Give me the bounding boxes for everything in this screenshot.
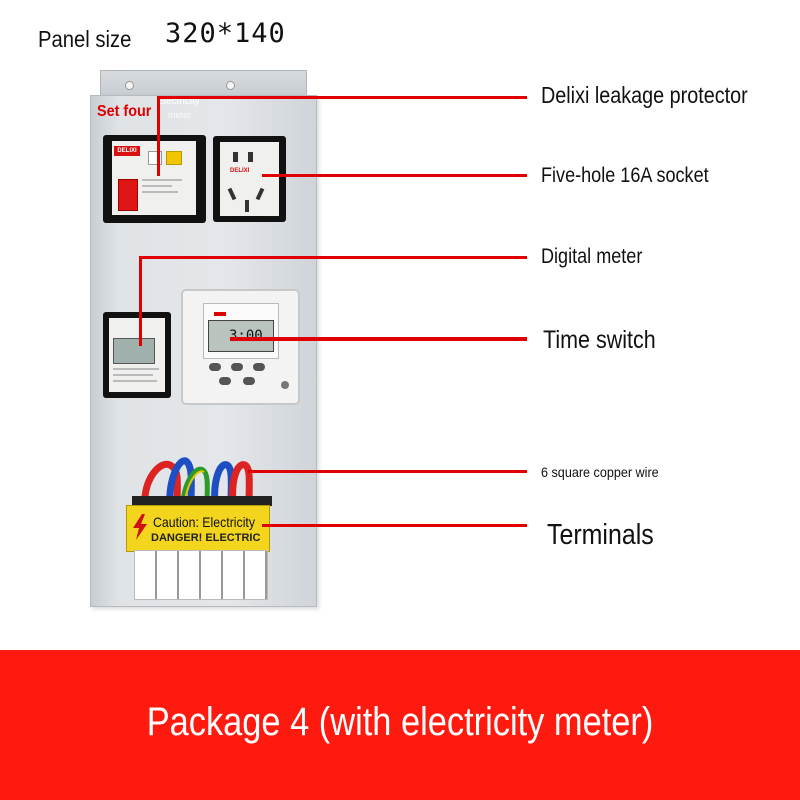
meter-lcd-display xyxy=(113,338,155,364)
socket-hole-icon xyxy=(248,152,253,162)
copper-wires xyxy=(141,457,253,506)
callout-line-time-switch xyxy=(230,337,527,341)
callout-line-meter xyxy=(140,256,527,259)
ground-wire-green xyxy=(180,466,210,506)
reset-button-icon xyxy=(166,151,182,165)
callout-line-socket xyxy=(262,174,527,177)
timer-button-icon xyxy=(253,363,265,371)
meter-tag: Electricity xyxy=(157,96,200,107)
callout-time-switch: Time switch xyxy=(543,326,656,354)
five-hole-socket-module: DELIXI xyxy=(213,136,286,222)
breaker-switch-handle xyxy=(118,179,138,211)
screw-icon xyxy=(226,81,235,90)
timer-button-icon xyxy=(209,363,221,371)
socket-hole-icon xyxy=(227,187,237,201)
lightning-icon xyxy=(133,514,147,540)
panel-size-label: Panel size xyxy=(38,26,132,52)
callout-terminals: Terminals xyxy=(547,519,654,551)
socket-hole-icon xyxy=(233,152,238,162)
status-led-icon xyxy=(214,312,226,316)
red-wire xyxy=(141,460,181,506)
blue-wire xyxy=(166,457,195,506)
socket-hole-icon xyxy=(245,200,249,212)
meter-tag-2: meter xyxy=(168,110,192,120)
callout-leakage-protector: Delixi leakage protector xyxy=(541,82,748,108)
breaker-brand: DELIXI xyxy=(114,146,140,156)
danger-label: DANGER! ELECTRIC xyxy=(151,532,261,544)
set-label: Set four xyxy=(97,103,152,120)
terminal-label-strip xyxy=(134,550,268,600)
timer-knob-icon xyxy=(281,381,289,389)
callout-socket: Five-hole 16A socket xyxy=(541,164,709,187)
terminal-warning-cover: DANGER! ELECTRIC xyxy=(126,505,270,552)
timer-button-icon xyxy=(243,377,255,385)
timer-button-icon xyxy=(231,363,243,371)
timer-lcd-display: 3:00 xyxy=(208,320,274,352)
terminal-block-bar xyxy=(132,496,272,506)
leakage-protector-module: DELIXI xyxy=(103,135,206,223)
callout-digital-meter: Digital meter xyxy=(541,245,643,268)
digital-meter-module xyxy=(103,312,171,398)
socket-brand: DELIXI xyxy=(230,168,250,174)
caution-label: Caution: Electricity xyxy=(153,514,256,530)
package-banner xyxy=(0,650,800,800)
callout-line-leakage xyxy=(158,96,527,99)
socket-hole-icon xyxy=(255,187,265,201)
timer-button-icon xyxy=(219,377,231,385)
panel-size-value: 320*140 xyxy=(165,18,286,49)
time-switch-module: 3:00 xyxy=(181,289,300,405)
screw-icon xyxy=(125,81,134,90)
red-wire xyxy=(229,461,253,506)
callout-line-wire xyxy=(248,470,527,473)
package-title: Package 4 (with electricity meter) xyxy=(146,700,654,744)
callout-copper-wire: 6 square copper wire xyxy=(541,464,659,480)
callout-line-terminals xyxy=(262,524,527,527)
